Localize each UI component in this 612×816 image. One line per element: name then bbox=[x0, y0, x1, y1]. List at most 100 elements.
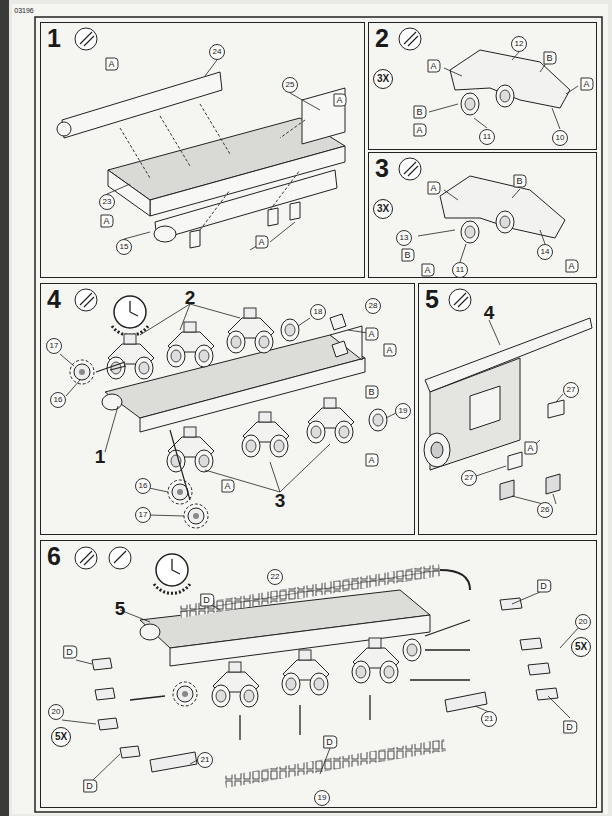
illustration-part bbox=[109, 547, 131, 569]
illustration-part bbox=[80, 551, 94, 565]
multiplier-circle: 3X bbox=[373, 199, 393, 219]
illustration-part bbox=[399, 158, 421, 180]
illustration-part bbox=[108, 170, 150, 216]
step-number: 3 bbox=[375, 153, 389, 183]
illustration-part bbox=[57, 122, 71, 136]
glue-letter-tag: B bbox=[413, 106, 426, 119]
illustration-part bbox=[120, 104, 305, 230]
illustration-part bbox=[130, 620, 470, 740]
glue-letter-tag: A bbox=[100, 215, 113, 228]
callout-number: 19 bbox=[395, 403, 411, 419]
part-number: 2 bbox=[185, 288, 196, 307]
illustration-part bbox=[62, 592, 580, 724]
illustration-part bbox=[500, 480, 514, 500]
illustration-part bbox=[242, 412, 289, 457]
illustration-part bbox=[75, 289, 97, 311]
illustration-part bbox=[431, 442, 443, 458]
illustration-part bbox=[57, 72, 345, 248]
glue-letter-tag: A bbox=[333, 94, 346, 107]
callout-number: 13 bbox=[396, 230, 412, 246]
illustration-part bbox=[150, 692, 487, 772]
illustration-part bbox=[168, 480, 192, 504]
illustration-part bbox=[548, 400, 564, 418]
step-panel: 5 bbox=[418, 283, 597, 535]
illustration-part bbox=[80, 293, 94, 307]
illustration-part bbox=[114, 296, 146, 328]
callout-number: 18 bbox=[310, 304, 326, 320]
glue-letter-tag: A bbox=[221, 480, 234, 493]
illustration-part bbox=[184, 504, 208, 528]
illustration-part bbox=[404, 32, 418, 46]
illustration-part bbox=[282, 650, 329, 695]
glue-letter-tag: A bbox=[421, 264, 434, 277]
illustration-part bbox=[280, 120, 305, 138]
glue-letter-tag: D bbox=[537, 580, 551, 593]
illustration-part bbox=[454, 293, 468, 307]
illustration-part bbox=[114, 551, 126, 563]
part-number: 3 bbox=[275, 491, 286, 510]
illustration-part bbox=[418, 189, 545, 262]
illustration-part bbox=[155, 170, 337, 240]
illustration-part bbox=[170, 430, 190, 500]
illustration-part bbox=[0, 0, 9, 816]
callout-number: 26 bbox=[537, 502, 553, 518]
sheet-code: 03196 bbox=[14, 7, 33, 14]
illustration-part bbox=[140, 624, 160, 640]
illustration-part bbox=[102, 394, 122, 410]
step-number: 6 bbox=[47, 541, 61, 571]
illustration-part bbox=[424, 433, 450, 467]
illustration-part bbox=[107, 334, 154, 379]
illustration-part bbox=[440, 570, 470, 590]
illustration-part bbox=[461, 93, 479, 115]
illustration-part bbox=[200, 170, 300, 230]
illustration-part bbox=[60, 354, 396, 516]
illustration-part bbox=[107, 60, 320, 250]
illustration-part bbox=[92, 658, 140, 758]
illustration-part bbox=[120, 104, 230, 178]
glue-letter-tag: A bbox=[580, 78, 593, 91]
illustration-part bbox=[75, 547, 97, 569]
illustration-part bbox=[212, 662, 259, 707]
callout-number: 28 bbox=[365, 298, 381, 314]
illustration-part bbox=[62, 592, 580, 780]
callout-number: 21 bbox=[481, 711, 497, 727]
callout-number: 19 bbox=[314, 790, 330, 806]
glue-letter-tag: D bbox=[323, 736, 337, 749]
callout-number: 27 bbox=[563, 382, 579, 398]
glue-letter-tag: D bbox=[83, 780, 97, 793]
illustration-part bbox=[12, 4, 608, 814]
callout-number: 10 bbox=[552, 130, 568, 146]
glue-letter-tag: A bbox=[413, 124, 426, 137]
glue-letter-tag: A bbox=[105, 58, 118, 71]
illustration-part bbox=[92, 598, 558, 772]
multiplier-circle: 5X bbox=[51, 727, 71, 747]
multiplier-circle: 5X bbox=[571, 637, 591, 657]
illustration-part bbox=[62, 72, 222, 138]
glue-letter-tag: B bbox=[401, 249, 414, 262]
illustration-part bbox=[227, 308, 274, 353]
glue-letter-tag: A bbox=[365, 454, 378, 467]
callout-number: 11 bbox=[452, 262, 468, 278]
glue-letter-tag: A bbox=[365, 328, 378, 341]
step-panel: 1 bbox=[40, 22, 365, 278]
callout-number: 15 bbox=[116, 239, 132, 255]
glue-letter-tag: A bbox=[427, 182, 440, 195]
callout-number: 16 bbox=[50, 392, 66, 408]
illustration-part bbox=[60, 304, 396, 516]
callout-number: 23 bbox=[99, 194, 115, 210]
step-panel: 6 5X 5X bbox=[40, 540, 597, 808]
callout-number: 21 bbox=[197, 752, 213, 768]
illustration-part bbox=[156, 554, 188, 586]
illustration-part bbox=[281, 319, 299, 341]
illustration-part bbox=[172, 559, 180, 574]
callout-number: 14 bbox=[537, 244, 553, 260]
step-panel: 4 bbox=[40, 283, 415, 535]
illustration-part bbox=[154, 226, 176, 242]
illustration-part bbox=[167, 427, 214, 472]
glue-letter-tag: A bbox=[565, 260, 578, 273]
callout-number: 17 bbox=[135, 507, 151, 523]
multiplier-text: 5X bbox=[575, 641, 587, 652]
step-number: 4 bbox=[47, 284, 61, 314]
